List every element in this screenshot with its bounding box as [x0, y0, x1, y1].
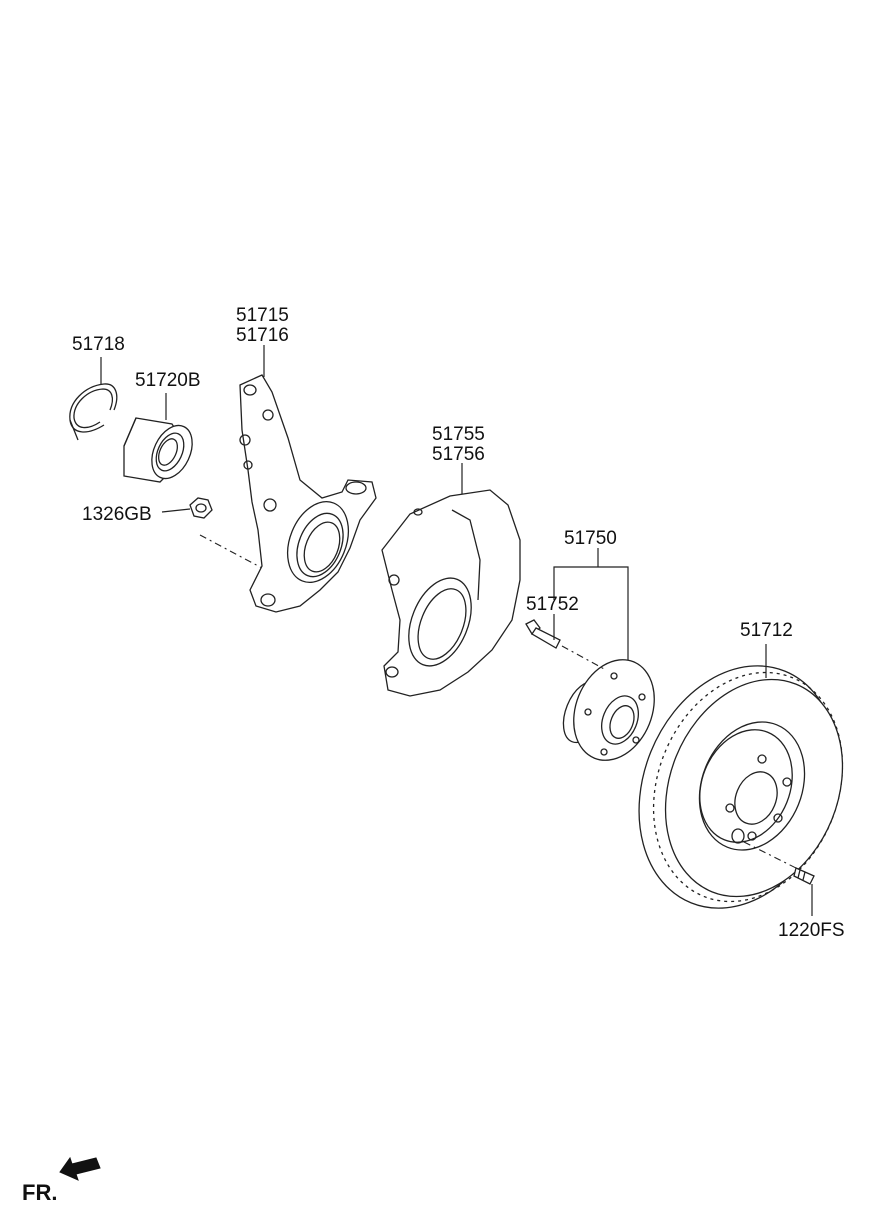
label-51755: 51755 — [432, 424, 485, 445]
label-51715: 51715 — [236, 305, 289, 326]
leader-51750 — [553, 566, 629, 662]
label-51716: 51716 — [236, 325, 289, 346]
label-51750: 51750 — [564, 528, 617, 549]
dash-nut-to-knuckle — [199, 534, 263, 569]
label-51756: 51756 — [432, 444, 485, 465]
brake-disc-drawing — [638, 665, 844, 909]
direction-label: FR. — [22, 1180, 57, 1205]
dash-screw-to-disc — [743, 841, 801, 871]
label-51752: 51752 — [526, 594, 579, 615]
wheel-bearing-drawing — [123, 417, 193, 483]
label-51712: 51712 — [740, 620, 793, 641]
label-1220FS: 1220FS — [778, 920, 845, 941]
leader-1326GB — [161, 508, 191, 513]
label-51720B: 51720B — [135, 370, 201, 391]
nut-drawing — [189, 497, 213, 519]
steering-knuckle-drawing — [239, 374, 377, 613]
disc-screw-drawing — [793, 867, 815, 885]
snap-ring-drawing — [69, 383, 118, 441]
label-51718: 51718 — [72, 334, 125, 355]
label-1326GB: 1326GB — [82, 504, 152, 525]
hub-assembly-drawing — [562, 659, 655, 761]
front-direction-arrow-icon — [59, 1156, 101, 1181]
hub-bolt-drawing — [525, 619, 561, 649]
dash-bolt-to-hub — [561, 645, 607, 671]
dust-cover-drawing — [381, 489, 521, 697]
